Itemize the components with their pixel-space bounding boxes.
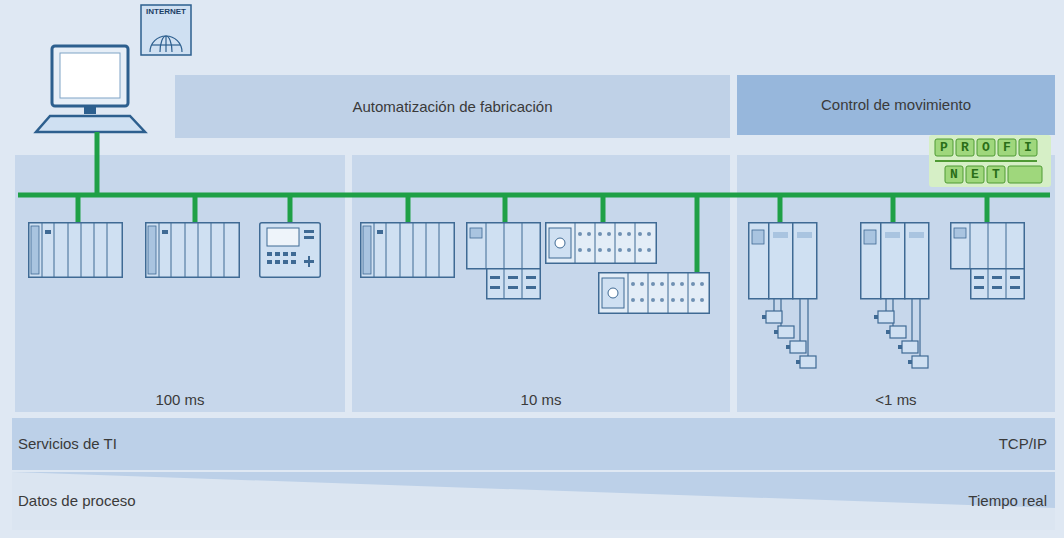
data-band: Datos de proceso Tiempo real bbox=[12, 472, 1055, 530]
node-label: Automatización de fabricación bbox=[352, 98, 552, 116]
area-band: Control de movimiento bbox=[737, 75, 1055, 135]
internet-icon bbox=[141, 5, 191, 55]
node-sublabel: TCP/IP bbox=[999, 435, 1047, 453]
node-label: Control de movimiento bbox=[821, 96, 971, 114]
node-label: <1 ms bbox=[875, 391, 916, 409]
profinet-bus bbox=[18, 132, 1050, 273]
node-label: Servicios de TI bbox=[18, 435, 117, 453]
node-label: 10 ms bbox=[521, 391, 562, 409]
profinet-logo bbox=[929, 135, 1051, 187]
real-time-wedge bbox=[12, 472, 1055, 530]
wedge-shape bbox=[12, 472, 1055, 508]
logo-text: PROFI bbox=[940, 139, 1045, 156]
node-label: 100 ms bbox=[155, 391, 204, 409]
service-band: Servicios de TI TCP/IP bbox=[12, 418, 1055, 470]
node-sublabel: Tiempo real bbox=[968, 492, 1047, 510]
internet-label: INTERNET bbox=[141, 7, 191, 17]
logo-text: NET bbox=[950, 166, 1013, 183]
cycle-panel: 10 ms bbox=[352, 155, 730, 412]
cycle-panel: 100 ms bbox=[15, 155, 345, 412]
computer-icon bbox=[36, 46, 145, 132]
field-devices bbox=[29, 223, 1025, 368]
area-band: Automatización de fabricación bbox=[175, 75, 730, 138]
cycle-panel: <1 ms bbox=[737, 155, 1055, 412]
node-label: Datos de proceso bbox=[18, 492, 136, 510]
